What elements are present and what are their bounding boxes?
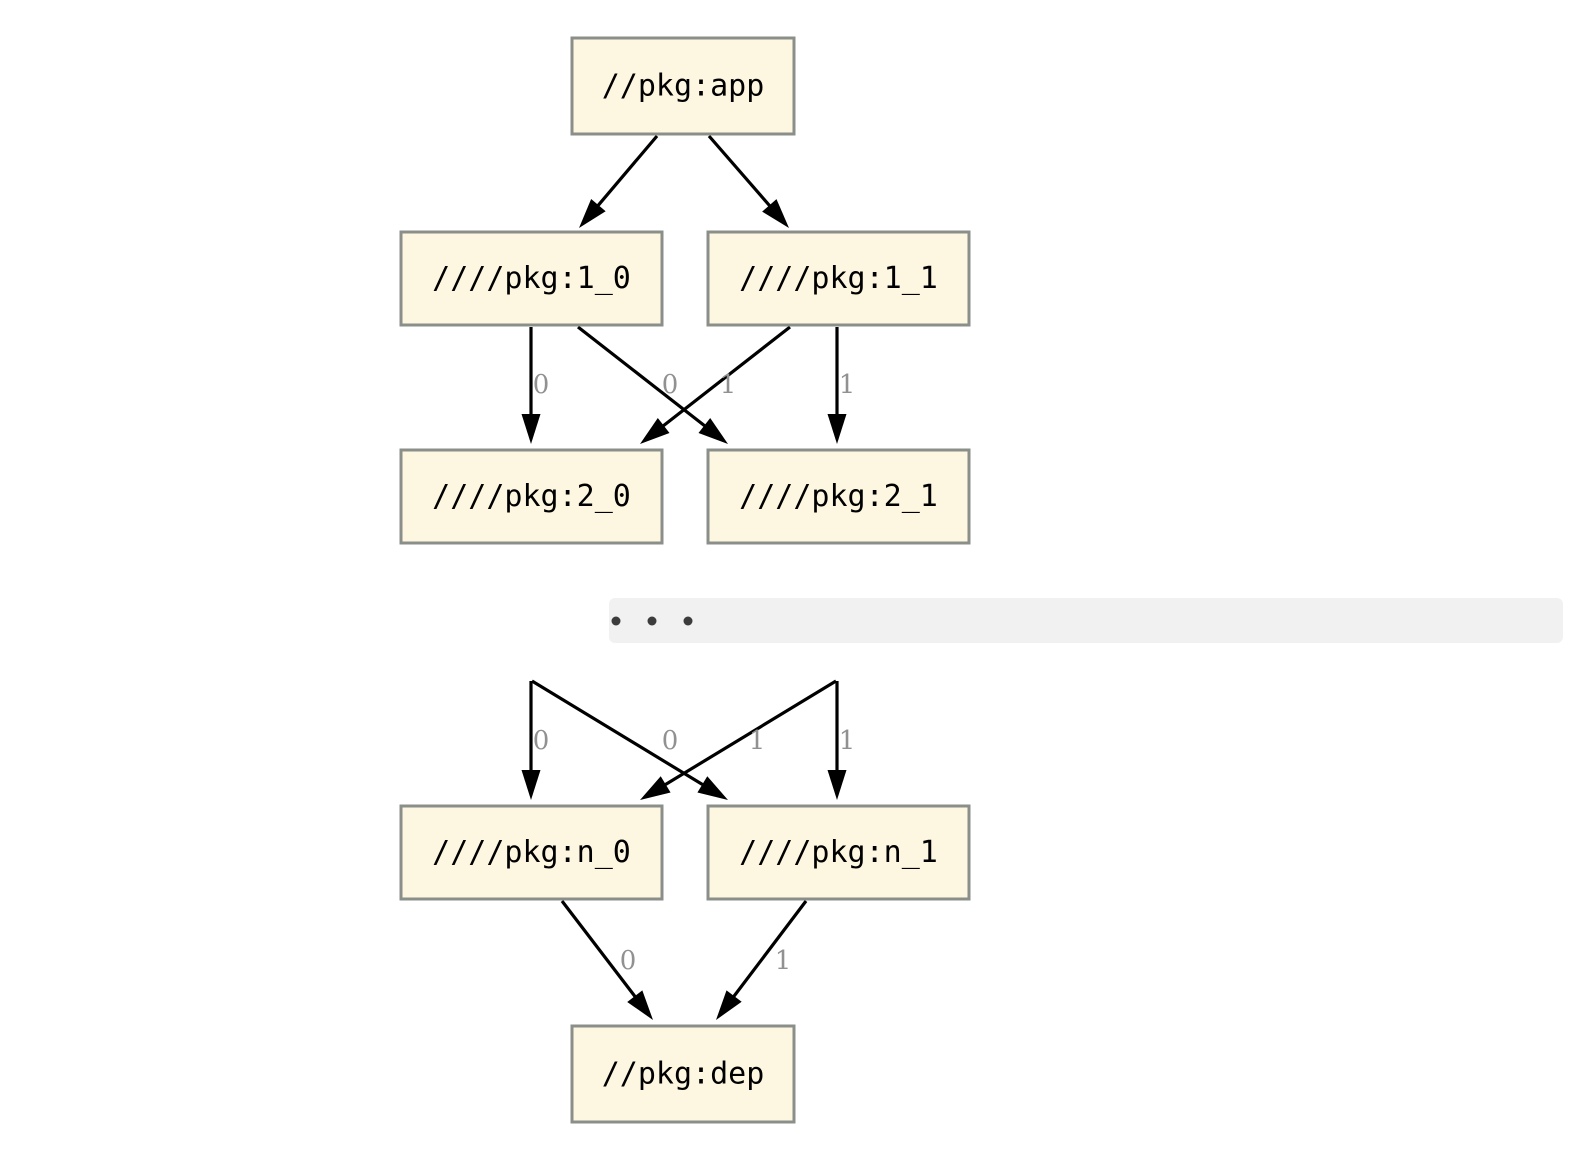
ellipsis-band — [609, 598, 1563, 643]
edge-arrowhead-8 — [640, 776, 671, 800]
edge-arrowhead-4 — [640, 418, 670, 444]
nodes-layer: //pkg:app ////pkg:1_0 ////pkg:1_1 ////pkg:2… — [399, 36, 971, 1124]
edge-label-10: 0 — [620, 946, 637, 976]
edge-line-3 — [577, 325, 709, 430]
edge-arrowhead-11 — [716, 990, 742, 1020]
edge-arrowhead-5 — [827, 414, 847, 444]
ellipsis-separator — [609, 598, 1563, 643]
edge-label-6: 0 — [533, 726, 550, 756]
node-n1_0[interactable]: ////pkg:1_0 — [399, 230, 664, 327]
node-label-n1_0: ////pkg:1_0 — [432, 261, 631, 296]
edge-arrowhead-0 — [579, 198, 606, 228]
edge-labels-layer: 0 0 1 1 0 0 1 1 0 1 — [533, 370, 856, 976]
node-box-n1_0[interactable] — [399, 230, 664, 327]
edge-label-7: 0 — [662, 726, 679, 756]
node-label-n2_0: ////pkg:2_0 — [432, 479, 631, 514]
node-label-nn_0: ////pkg:n_0 — [432, 835, 631, 870]
node-label-n2_1: ////pkg:2_1 — [739, 479, 938, 514]
node-label-n1_1: ////pkg:1_1 — [739, 261, 938, 296]
node-box-nn_1[interactable] — [706, 804, 971, 901]
edge-arrowhead-3 — [698, 418, 728, 444]
node-box-dep[interactable] — [570, 1024, 796, 1124]
node-box-app[interactable] — [570, 36, 796, 136]
ellipsis-dot-2 — [683, 616, 693, 626]
edge-line-11 — [730, 900, 808, 1001]
edge-label-3: 0 — [662, 370, 679, 400]
node-box-n2_1[interactable] — [706, 448, 971, 545]
node-n2_1[interactable]: ////pkg:2_1 — [706, 448, 971, 545]
node-nn_0[interactable]: ////pkg:n_0 — [399, 804, 664, 901]
node-box-nn_0[interactable] — [399, 804, 664, 901]
edge-label-11: 1 — [775, 946, 792, 976]
node-box-n2_0[interactable] — [399, 448, 664, 545]
node-app[interactable]: //pkg:app — [570, 36, 796, 136]
edge-label-9: 1 — [839, 726, 856, 756]
edge-arrowhead-7 — [697, 776, 728, 800]
edge-label-4: 1 — [720, 370, 737, 400]
node-box-n1_1[interactable] — [706, 230, 971, 327]
ellipsis-dot-0 — [611, 616, 621, 626]
edge-line-4 — [659, 325, 791, 430]
edge-arrowhead-1 — [762, 199, 789, 228]
edge-line-0 — [594, 134, 659, 210]
node-label-dep: //pkg:dep — [602, 1057, 765, 1092]
edge-line-10 — [560, 900, 639, 1001]
edge-line-8 — [661, 679, 837, 788]
edge-label-8: 1 — [749, 726, 766, 756]
edge-line-1 — [707, 134, 774, 210]
edge-arrowhead-10 — [627, 990, 653, 1020]
edge-line-7 — [531, 679, 707, 788]
node-label-app: //pkg:app — [602, 69, 765, 104]
node-nn_1[interactable]: ////pkg:n_1 — [706, 804, 971, 901]
edge-label-2: 0 — [533, 370, 550, 400]
node-dep[interactable]: //pkg:dep — [570, 1024, 796, 1124]
node-label-nn_1: ////pkg:n_1 — [739, 835, 938, 870]
node-n1_1[interactable]: ////pkg:1_1 — [706, 230, 971, 327]
edge-arrowhead-9 — [827, 770, 847, 800]
edge-label-5: 1 — [839, 370, 856, 400]
ellipsis-dot-1 — [647, 616, 657, 626]
edges-layer — [521, 134, 847, 1020]
edge-arrowhead-6 — [521, 770, 541, 800]
edge-arrowhead-2 — [521, 414, 541, 444]
node-n2_0[interactable]: ////pkg:2_0 — [399, 448, 664, 545]
